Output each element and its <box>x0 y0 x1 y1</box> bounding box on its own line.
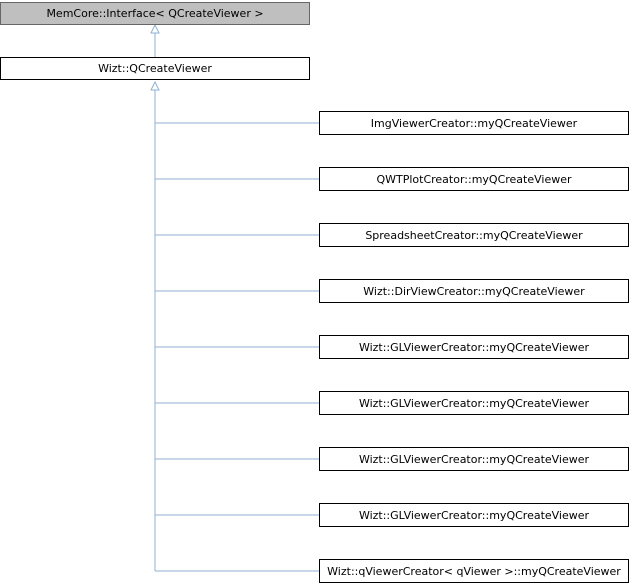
derived-class-node[interactable]: ImgViewerCreator::myQCreateViewer <box>319 111 629 135</box>
derived-class-node[interactable]: Wizt::GLViewerCreator::myQCreateViewer <box>319 335 629 359</box>
derived-class-node[interactable]: SpreadsheetCreator::myQCreateViewer <box>319 223 629 247</box>
base-arrowhead <box>150 80 160 91</box>
node-label: Wizt::DirViewCreator::myQCreateViewer <box>363 284 585 298</box>
base-class-node: Wizt::QCreateViewer <box>0 57 310 80</box>
node-label: Wizt::GLViewerCreator::myQCreateViewer <box>358 452 590 466</box>
derived-class-node[interactable]: Wizt::DirViewCreator::myQCreateViewer <box>319 279 629 303</box>
node-label: Wizt::qViewerCreator< qViewer >::myQCrea… <box>327 564 621 578</box>
node-label: Wizt::QCreateViewer <box>98 62 212 75</box>
derived-class-node[interactable]: Wizt::GLViewerCreator::myQCreateViewer <box>319 447 629 471</box>
node-label: Wizt::GLViewerCreator::myQCreateViewer <box>358 396 590 410</box>
derived-class-node[interactable]: QWTPlotCreator::myQCreateViewer <box>319 167 629 191</box>
node-label: QWTPlotCreator::myQCreateViewer <box>376 172 572 186</box>
node-label: MemCore::Interface< QCreateViewer > <box>46 7 264 20</box>
node-label: Wizt::GLViewerCreator::myQCreateViewer <box>358 340 590 354</box>
derived-class-node[interactable]: Wizt::GLViewerCreator::myQCreateViewer <box>319 503 629 527</box>
node-label: SpreadsheetCreator::myQCreateViewer <box>365 228 583 242</box>
derived-class-node[interactable]: Wizt::GLViewerCreator::myQCreateViewer <box>319 391 629 415</box>
parent-arrowhead <box>150 23 160 34</box>
node-label: ImgViewerCreator::myQCreateViewer <box>370 116 578 130</box>
external-parent-node: MemCore::Interface< QCreateViewer > <box>0 2 310 25</box>
derived-class-node[interactable]: Wizt::qViewerCreator< qViewer >::myQCrea… <box>319 559 629 583</box>
node-label: Wizt::GLViewerCreator::myQCreateViewer <box>358 508 590 522</box>
